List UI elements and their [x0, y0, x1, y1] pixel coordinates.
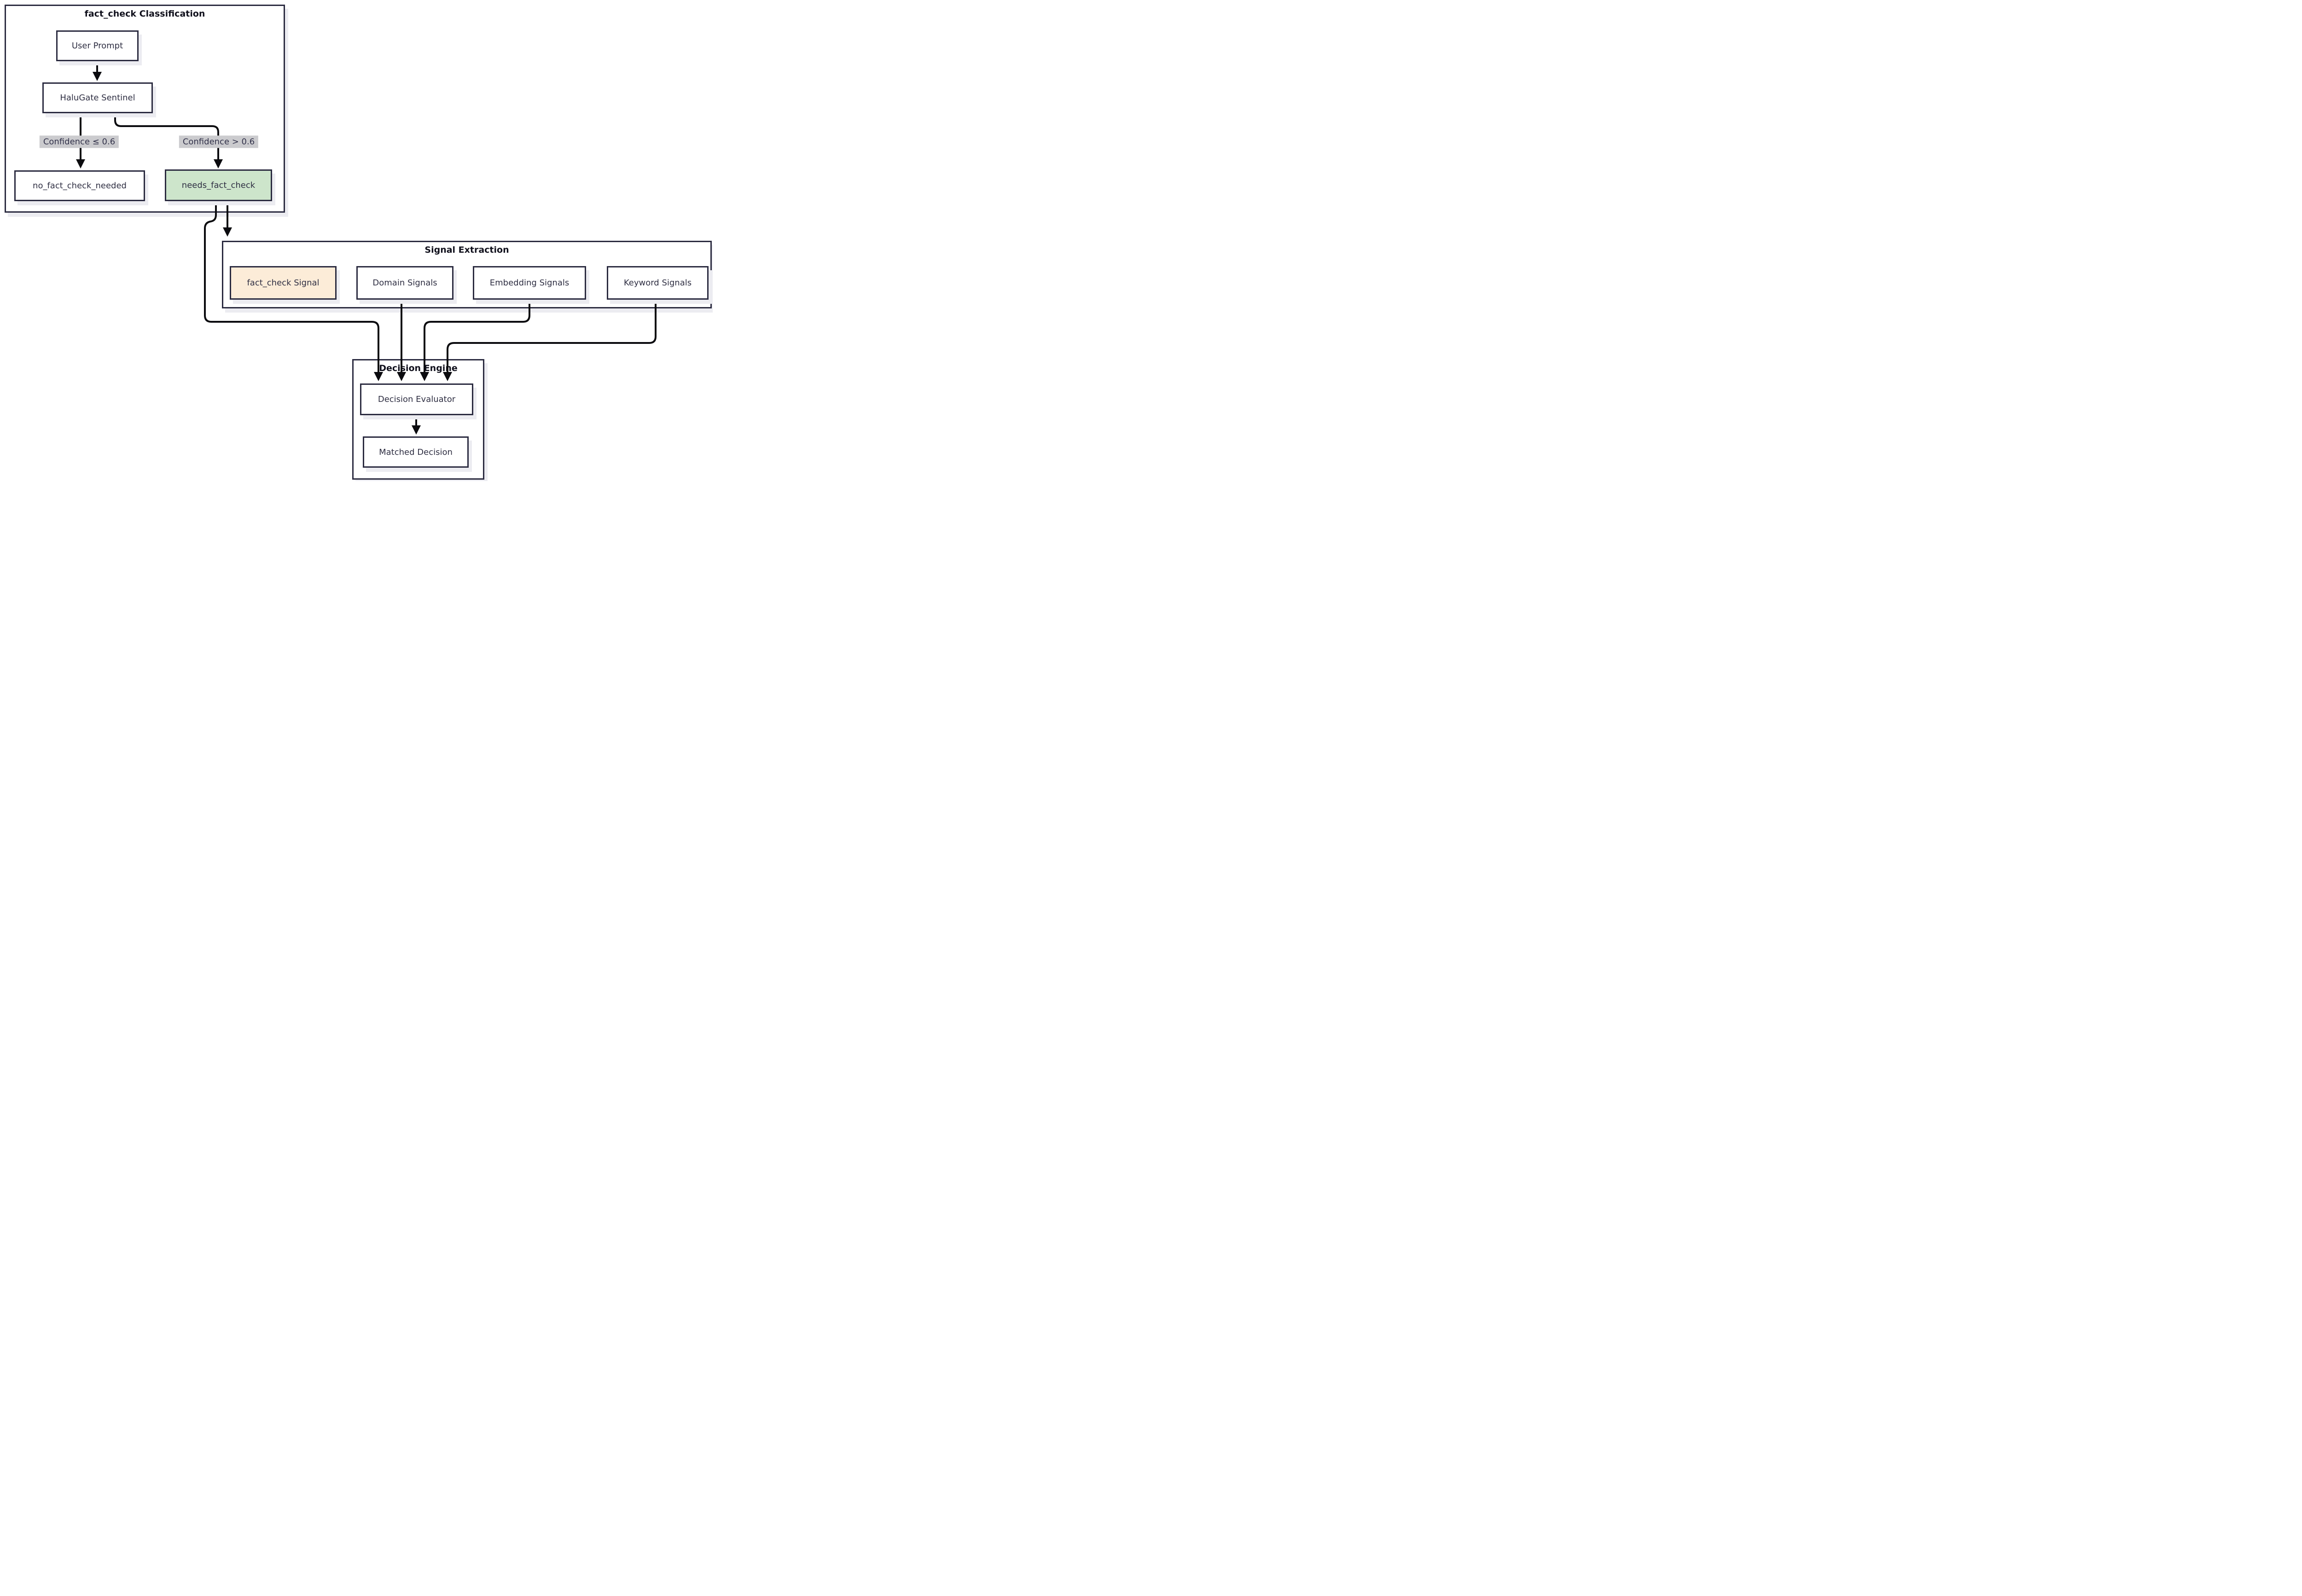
node-keyword-signals: Keyword Signals	[607, 266, 709, 300]
node-domain-signals: Domain Signals	[356, 266, 453, 300]
node-halugate-sentinel: HaluGate Sentinel	[42, 82, 153, 113]
node-needs-fact-check: needs_fact_check	[165, 169, 272, 201]
edge-label-confidence-low: Confidence ≤ 0.6	[39, 135, 119, 148]
subgraph-title-signal-extraction: Signal Extraction	[424, 245, 509, 255]
node-embedding-signals: Embedding Signals	[473, 266, 586, 300]
node-matched-decision: Matched Decision	[363, 436, 469, 468]
node-halugate-sentinel-label: HaluGate Sentinel	[60, 93, 135, 103]
node-needs-fact-check-label: needs_fact_check	[181, 180, 256, 190]
node-decision-evaluator: Decision Evaluator	[360, 383, 473, 415]
node-no-fact-check-needed-label: no_fact_check_needed	[33, 181, 127, 191]
node-user-prompt-label: User Prompt	[71, 41, 123, 51]
subgraph-title-decision-engine: Decision Engine	[379, 363, 458, 373]
node-matched-decision-label: Matched Decision	[379, 447, 453, 457]
node-domain-signals-label: Domain Signals	[372, 278, 437, 288]
node-no-fact-check-needed: no_fact_check_needed	[14, 170, 145, 201]
node-user-prompt: User Prompt	[56, 30, 139, 61]
edge-label-confidence-high: Confidence > 0.6	[179, 135, 259, 148]
node-embedding-signals-label: Embedding Signals	[489, 278, 570, 288]
subgraph-title-fact-check-classification: fact_check Classification	[84, 9, 205, 19]
node-fact-check-signal: fact_check Signal	[230, 266, 337, 300]
node-decision-evaluator-label: Decision Evaluator	[378, 395, 456, 404]
flowchart-canvas: fact_check Classification Signal Extract…	[0, 0, 713, 481]
node-keyword-signals-label: Keyword Signals	[623, 278, 692, 288]
node-fact-check-signal-label: fact_check Signal	[247, 278, 320, 288]
